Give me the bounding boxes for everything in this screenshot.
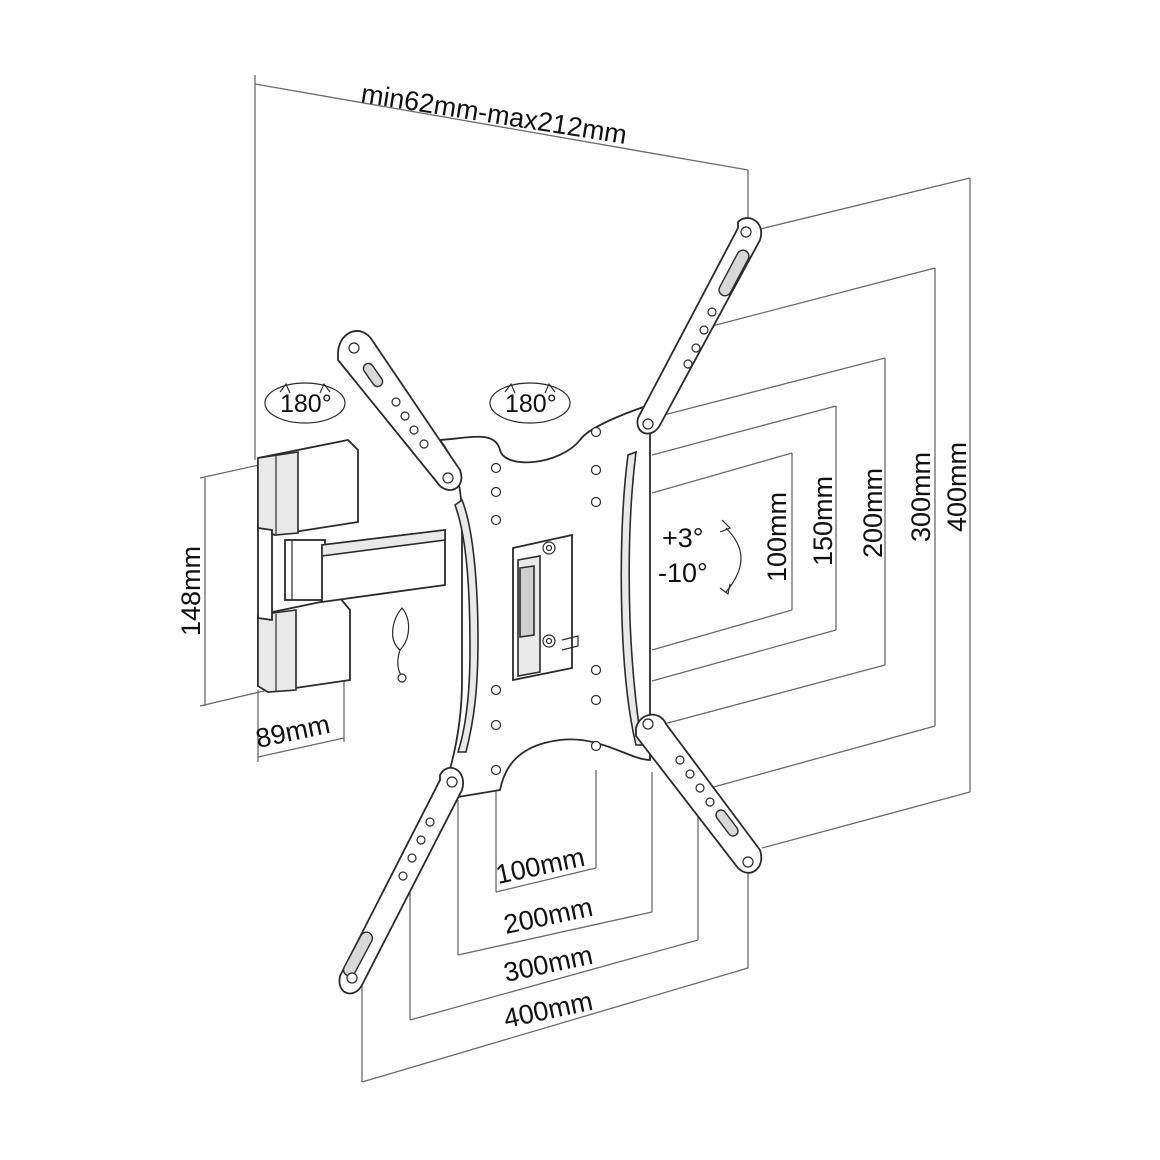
vesa-arms [337, 217, 763, 995]
vertical-300-label: 300mm [906, 452, 936, 542]
swivel-indicator-plate: 180° [489, 382, 571, 424]
center-plate [438, 403, 651, 802]
tilt-indicator: +3° -10° [658, 519, 742, 596]
swivel-wall-label: 180° [280, 390, 332, 418]
vertical-150-label: 150mm [808, 476, 838, 566]
dimension-lines [199, 75, 971, 1083]
swivel-indicator-wall: 180° [264, 382, 346, 424]
lower-left-arm [338, 766, 464, 995]
upper-left-arm [337, 330, 463, 491]
horizontal-300-label: 300mm [501, 940, 595, 988]
vertical-400-label: 400mm [942, 442, 972, 532]
vertical-200-label: 200mm [858, 468, 888, 558]
depth-label: min62mm-max212mm [359, 78, 629, 150]
tilt-down-label: -10° [658, 558, 708, 588]
height-148-label: 148mm [176, 546, 206, 636]
width-89-label: 89mm [253, 709, 333, 754]
horizontal-200-label: 200mm [501, 892, 595, 940]
tilt-up-label: +3° [662, 523, 704, 553]
wall-bracket [257, 439, 446, 693]
upper-right-arm [636, 217, 763, 435]
swivel-plate-label: 180° [505, 390, 557, 418]
lower-right-arm [635, 713, 763, 874]
vertical-100-label: 100mm [762, 492, 792, 582]
horizontal-100-label: 100mm [493, 842, 587, 890]
